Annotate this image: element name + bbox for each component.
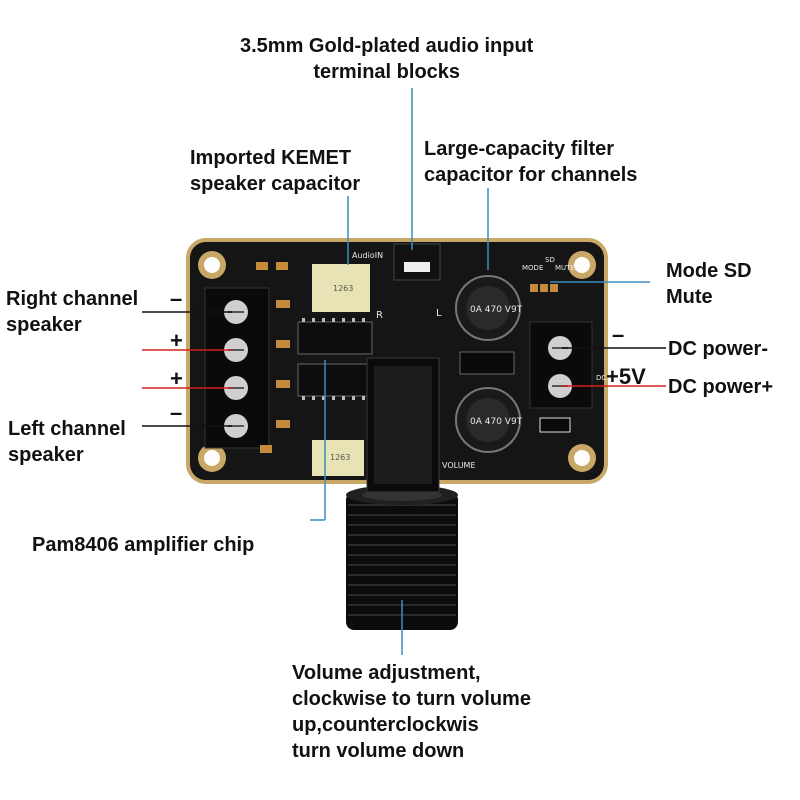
dc-terminal-block: DC5V: [529, 321, 616, 409]
label-kemet-line2: speaker capacitor: [190, 173, 361, 195]
svg-text:MODE: MODE: [522, 264, 543, 272]
svg-text:AudioIN: AudioIN: [352, 251, 383, 260]
label-volume-line3: up,counterclockwis: [292, 714, 479, 736]
label-pam-chip: Pam8406 amplifier chip: [32, 534, 255, 556]
svg-text:0A 470 V9T: 0A 470 V9T: [470, 417, 523, 427]
label-filter-capacitor: Large-capacity filter capacitor for chan…: [424, 136, 637, 188]
amplifier-chip-lower: [297, 363, 373, 397]
right-minus-sign: –: [170, 286, 183, 311]
label-right-speaker-line2: speaker: [6, 314, 82, 336]
label-plus-5v: +5V: [606, 364, 646, 389]
dc-minus-sign: –: [612, 322, 625, 347]
label-volume-line2: clockwise to turn volume: [292, 688, 531, 710]
label-volume-line4: turn volume down: [292, 740, 465, 762]
mounting-holes: [198, 251, 596, 472]
svg-text:1263: 1263: [330, 453, 350, 462]
label-volume: Volume adjustment, clockwise to turn vol…: [292, 660, 531, 764]
label-audio-input-line2: terminal blocks: [313, 61, 461, 83]
mode-pins: MODE SD MUTE: [522, 256, 575, 292]
label-audio-input: 3.5mm Gold-plated audio input terminal b…: [240, 33, 533, 85]
svg-text:SD: SD: [545, 256, 555, 264]
label-right-speaker: Right channel speaker: [6, 286, 138, 338]
svg-text:VOLUME: VOLUME: [442, 461, 476, 470]
label-dc-plus: DC power+: [668, 376, 774, 398]
label-volume-line1: Volume adjustment,: [292, 662, 481, 684]
filter-capacitor-top: 0A 470 V9T: [455, 275, 523, 341]
label-left-speaker-line1: Left channel: [8, 418, 126, 440]
amplifier-chip-upper: [297, 321, 373, 355]
volume-knob: [346, 485, 458, 630]
label-audio-input-line1: 3.5mm Gold-plated audio input: [240, 35, 534, 57]
left-minus-sign: –: [170, 400, 183, 425]
label-filter-line2: capacitor for channels: [424, 164, 638, 186]
label-filter-line1: Large-capacity filter: [424, 138, 615, 160]
svg-text:MUTE: MUTE: [555, 264, 575, 272]
kemet-capacitor-top: [312, 264, 370, 312]
svg-text:0A 470 V9T: 0A 470 V9T: [470, 305, 523, 315]
right-plus-sign: +: [170, 328, 183, 353]
speaker-terminal-block: [204, 287, 270, 449]
svg-text:R: R: [376, 310, 383, 321]
label-kemet: Imported KEMET speaker capacitor: [190, 145, 360, 197]
left-plus-sign: +: [170, 366, 183, 391]
filter-capacitor-bottom: 0A 470 V9T: [455, 387, 523, 453]
label-right-speaker-line1: Right channel: [6, 288, 139, 310]
label-mode-line2: Mute: [666, 286, 713, 308]
svg-text:DC5V: DC5V: [596, 374, 616, 382]
label-left-speaker-line2: speaker: [8, 444, 84, 466]
label-mode-line1: Mode SD: [666, 260, 752, 282]
label-left-speaker: Left channel speaker: [8, 416, 126, 468]
label-mode: Mode SD Mute: [666, 258, 752, 310]
label-dc-minus: DC power-: [668, 338, 768, 360]
label-kemet-line1: Imported KEMET: [190, 147, 352, 169]
kemet-capacitor-bottom: [312, 440, 364, 476]
svg-text:L: L: [436, 308, 442, 319]
svg-text:1263: 1263: [333, 284, 353, 293]
